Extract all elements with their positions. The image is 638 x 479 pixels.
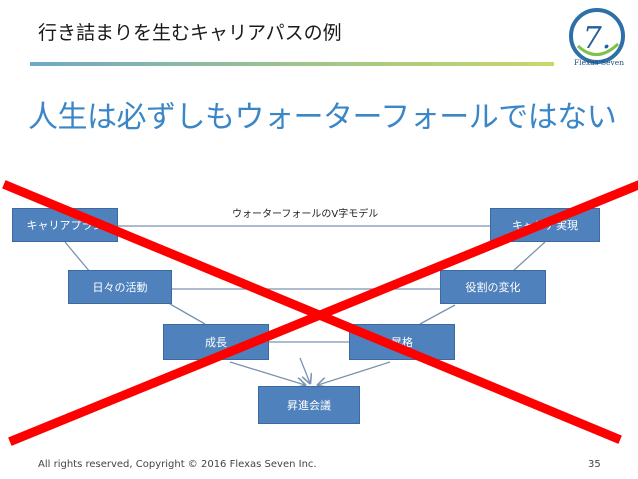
slide-header-title: 行き詰まりを生むキャリアパスの例 [38, 22, 342, 44]
connector-plan-to-activities [64, 241, 91, 273]
cross-line-1 [2, 180, 622, 444]
header-divider [30, 62, 554, 66]
logo-wordmark: Flexas Seven [573, 58, 625, 67]
flexas-seven-logo-icon: 7. [569, 8, 625, 64]
connector-realization-to-role [511, 241, 546, 273]
page-number: 35 [588, 459, 601, 470]
box-role-change: 役割の変化 [440, 270, 546, 304]
logo-glyph: 7. [583, 21, 612, 56]
connector-growth-to-meeting [229, 361, 305, 385]
cross-line-2 [8, 180, 638, 446]
connector-promotion-to-meeting [318, 361, 391, 385]
box-promotion-meeting: 昇進会議 [258, 386, 360, 424]
connector-center-to-meeting [299, 357, 310, 383]
footer-copyright: All rights reserved, Copyright © 2016 Fl… [38, 459, 317, 470]
main-heading: 人生は必ずしもウォーターフォールではない [28, 100, 617, 135]
box-daily-activities: 日々の活動 [68, 270, 172, 304]
v-model-label: ウォーターフォールのV字モデル [232, 209, 379, 220]
connector-activities-to-growth [169, 303, 206, 325]
connector-role-to-promotion [419, 304, 456, 325]
